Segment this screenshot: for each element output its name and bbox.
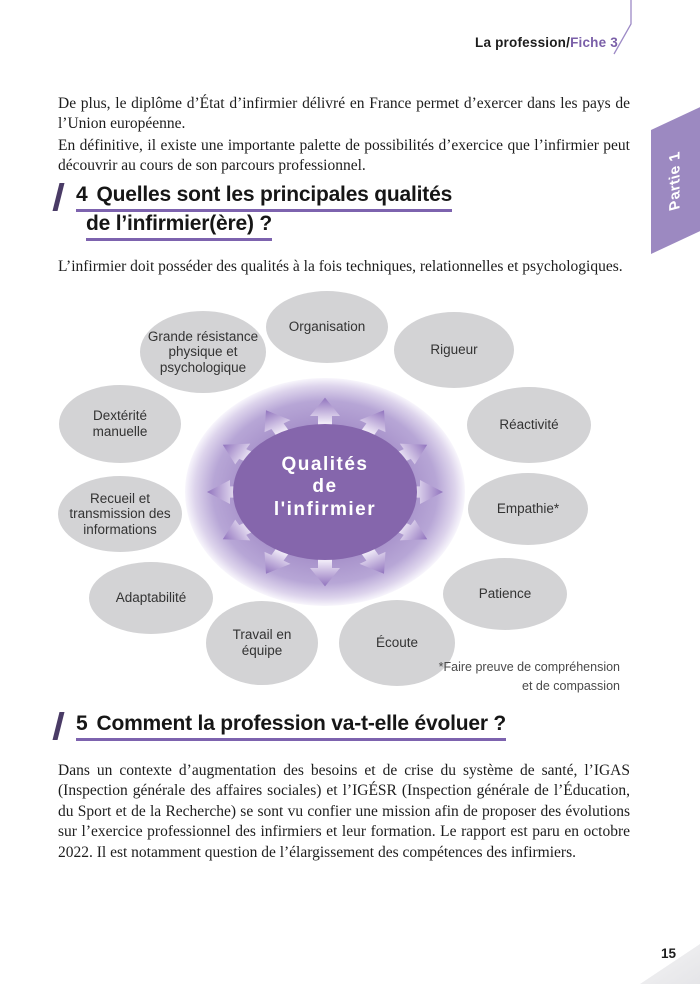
header-corner-line-icon xyxy=(613,0,632,55)
diagram-node: Patience xyxy=(443,558,567,630)
intro-paragraph-2: En définitive, il existe une importante … xyxy=(58,136,630,175)
diagram-node: Adaptabilité xyxy=(89,562,213,634)
running-head-fiche: Fiche 3 xyxy=(570,35,618,50)
page-number: 15 xyxy=(660,946,676,961)
qualities-diagram: Qualités de l'infirmier Organisation Gra… xyxy=(58,288,630,698)
heading-tick-icon xyxy=(52,183,64,211)
section-5-body: Dans un contexte d’augmentation des beso… xyxy=(58,761,630,861)
diagram-node: Travail en équipe xyxy=(206,601,318,685)
section-5-heading: 5 Comment la profession va-t-elle évoluer… xyxy=(52,712,507,741)
section-5-number: 5 xyxy=(76,712,88,735)
part-tab: Partie 1 xyxy=(651,107,700,254)
diagram-node: Grande résistance physique et psychologi… xyxy=(140,311,266,393)
section-4-title-line1: Quelles sont les principales qualités xyxy=(96,183,453,206)
diagram-node: Recueil et transmission des informations xyxy=(58,476,182,552)
section-4-title-line2: de l’infirmier(ère) ? xyxy=(86,212,273,235)
diagram-node: Empathie* xyxy=(468,473,588,545)
section-5-title-line1: Comment la profession va-t-elle évoluer … xyxy=(96,712,507,735)
part-tab-label: Partie 1 xyxy=(667,147,685,214)
diagram-footnote: *Faire preuve de compréhension et de com… xyxy=(439,658,620,697)
footnote-line2: et de compassion xyxy=(522,679,620,694)
diagram-node: Écoute xyxy=(339,600,455,686)
intro-paragraph-1: De plus, le diplôme d’État d’infirmier d… xyxy=(58,94,630,133)
footnote-line1: *Faire preuve de compréhension xyxy=(438,660,620,674)
section-4-body: L’infirmier doit posséder des qualités à… xyxy=(58,257,623,275)
running-head: La profession/Fiche 3 xyxy=(475,35,618,50)
diagram-node: Organisation xyxy=(266,291,388,363)
section-4-number: 4 xyxy=(76,183,88,206)
section-4-heading: 4 Quelles sont les principales qualités d… xyxy=(52,183,453,241)
hub-arrows-icon xyxy=(185,378,465,606)
diagram-node: Dextérité manuelle xyxy=(59,385,181,463)
running-head-section: La profession/ xyxy=(475,35,571,50)
heading-tick-icon xyxy=(52,712,64,740)
diagram-node: Réactivité xyxy=(467,387,591,463)
hub-label: Qualités de l'infirmier xyxy=(273,454,377,520)
diagram-node: Rigueur xyxy=(394,312,514,388)
